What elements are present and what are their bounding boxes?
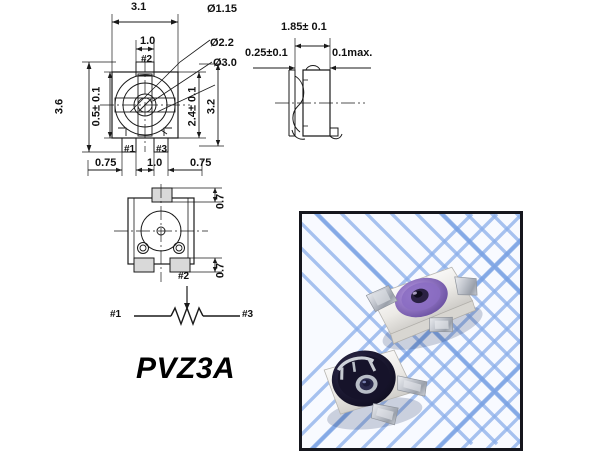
dim-pad-top: 0.7 (214, 193, 227, 210)
dim-pitch-right: 0.75 (190, 157, 212, 169)
top-view-drawing (82, 14, 224, 176)
dim-pitch-left: 0.75 (95, 157, 117, 169)
schematic-terminal-3: #3 (242, 309, 254, 320)
dim-overall-height: 3.6 (53, 98, 66, 115)
product-photo (299, 211, 523, 451)
schematic-terminal-2: #2 (178, 271, 190, 282)
dim-terminal-thickness: 0.25±0.1 (245, 47, 288, 59)
dim-diameter-rotor-outer: Ø3.0 (213, 57, 237, 69)
product-photo-image (302, 214, 520, 448)
dim-body-thickness: 1.85± 0.1 (281, 21, 327, 33)
dim-pitch-center: 1.0 (147, 157, 163, 169)
dim-terminal-width: 1.0 (140, 35, 156, 47)
dim-overall-width: 3.1 (131, 1, 147, 13)
dim-standoff: 0.1max. (332, 47, 373, 59)
terminal-label-3: #3 (156, 144, 168, 155)
bottom-view-drawing (114, 184, 222, 282)
schematic-terminal-1: #1 (110, 309, 122, 320)
terminal-label-2: #2 (141, 54, 153, 65)
dim-body-height: 2.4± 0.1 (186, 86, 199, 127)
schematic-drawing (134, 286, 240, 326)
side-view-drawing (253, 38, 371, 140)
photo-artwork (302, 214, 520, 448)
part-number-label: PVZ3A (136, 352, 236, 385)
dim-offset-height: 0.5± 0.1 (90, 86, 103, 127)
terminal-label-1: #1 (124, 144, 136, 155)
dim-body-height-outer: 3.2 (205, 98, 218, 115)
dim-diameter-rotor-inner: Ø2.2 (210, 37, 234, 49)
dim-diameter-slot: Ø1.15 (207, 3, 237, 15)
